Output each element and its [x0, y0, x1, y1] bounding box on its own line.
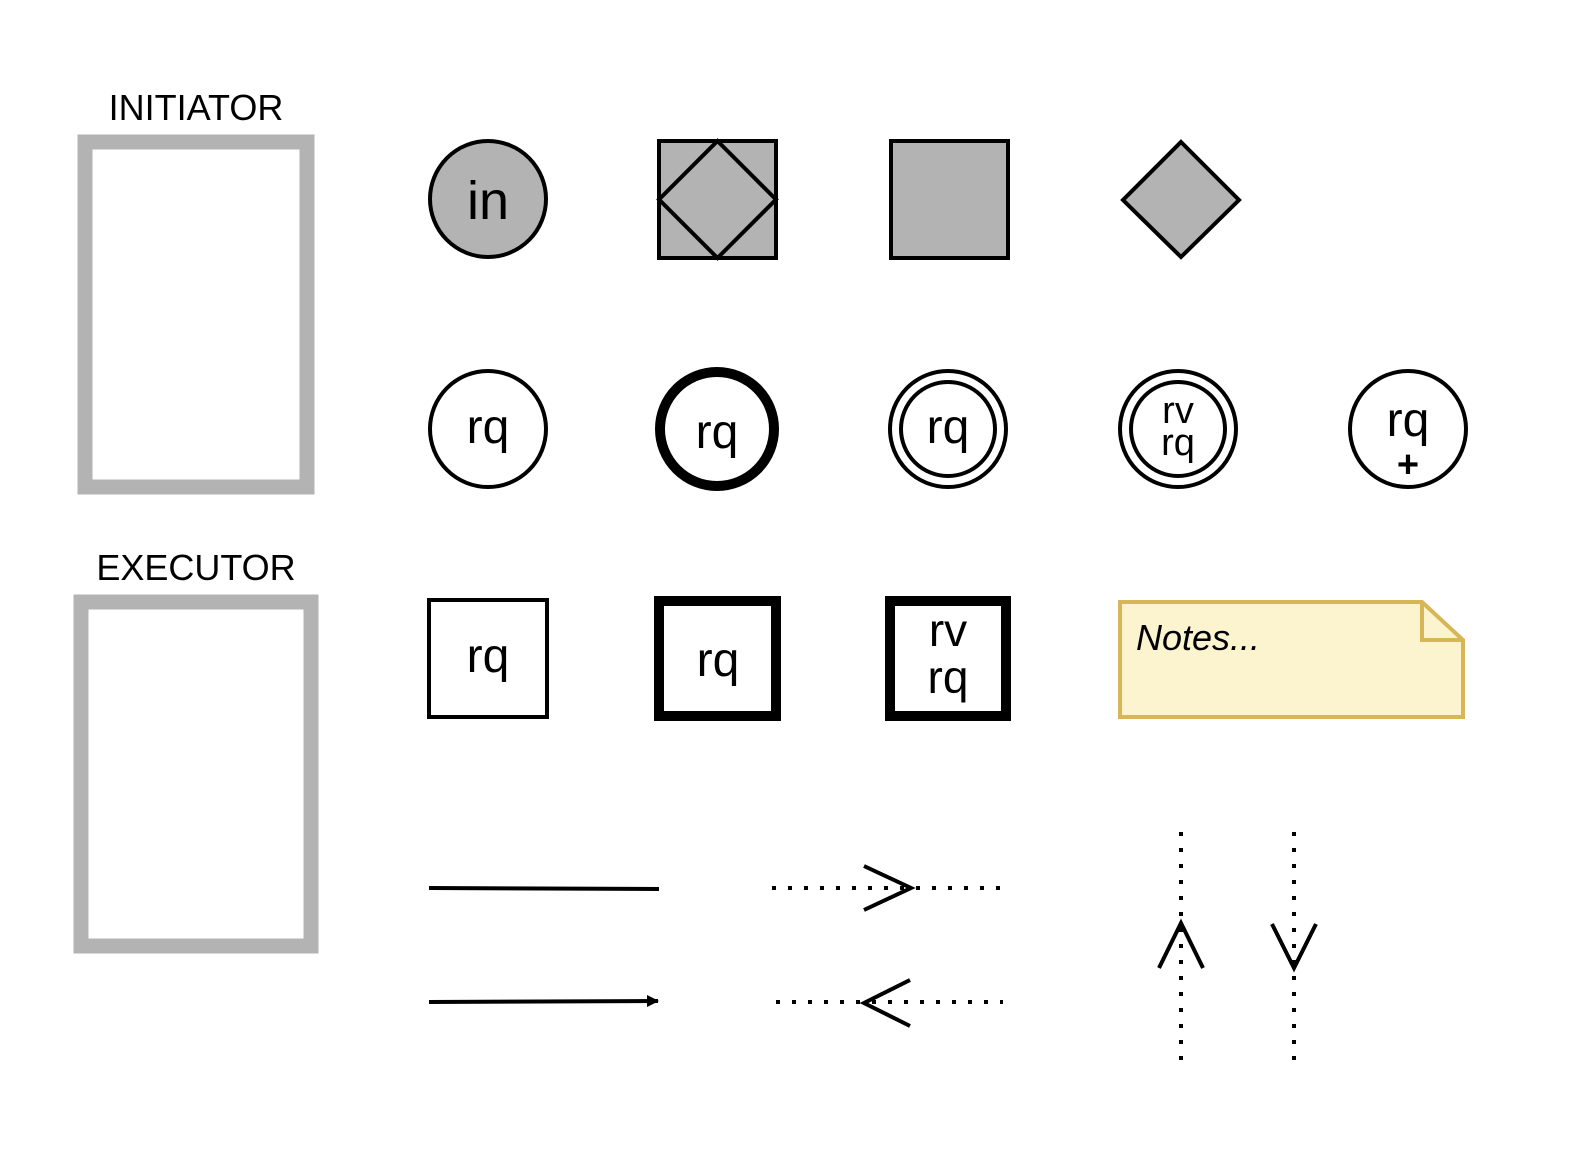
- revoke-request-square-bottom-label: rq: [928, 651, 969, 703]
- initiator-lane[interactable]: INITIATOR: [77, 87, 315, 495]
- request-circle-thick-label: rq: [696, 406, 739, 459]
- composite-task-square[interactable]: [656, 138, 779, 261]
- revoke-request-top-label: rv: [1162, 390, 1194, 432]
- request-circle-label: rq: [467, 401, 510, 454]
- request-circle-double-label: rq: [927, 401, 970, 454]
- dotted-arrow-left-icon[interactable]: [776, 978, 1003, 1028]
- revoke-request-bottom-label: rq: [1161, 422, 1195, 464]
- dotted-arrow-up-icon[interactable]: [1157, 832, 1205, 1061]
- note-text: Notes...: [1136, 617, 1260, 658]
- request-circle[interactable]: rq: [428, 369, 548, 489]
- revoke-request-circle-double[interactable]: rv rq: [1118, 369, 1238, 489]
- initiator-box[interactable]: [77, 134, 315, 495]
- gray-diamond[interactable]: [1120, 139, 1242, 260]
- solid-line-icon[interactable]: [428, 886, 660, 891]
- revoke-request-square-thick[interactable]: rv rq: [885, 596, 1011, 721]
- initiation-circle-label: in: [467, 171, 509, 231]
- revoke-request-square-top-label: rv: [929, 604, 967, 656]
- gray-square[interactable]: [889, 139, 1010, 260]
- solid-arrow-icon[interactable]: [428, 995, 659, 1008]
- note-shape[interactable]: Notes...: [1118, 600, 1465, 719]
- initiation-circle[interactable]: in: [428, 139, 548, 259]
- executor-box[interactable]: [73, 594, 319, 954]
- request-plus-top-label: rq: [1387, 394, 1430, 447]
- request-square-thick[interactable]: rq: [654, 596, 781, 721]
- initiator-label: INITIATOR: [109, 87, 284, 128]
- dotted-arrow-right-icon[interactable]: [772, 864, 1000, 912]
- executor-lane[interactable]: EXECUTOR: [73, 547, 319, 954]
- dotted-arrow-down-icon[interactable]: [1270, 832, 1318, 1061]
- request-square-thick-label: rq: [697, 634, 740, 687]
- executor-label: EXECUTOR: [96, 547, 295, 588]
- request-circle-thick[interactable]: rq: [655, 367, 779, 491]
- request-plus-bottom-label: +: [1397, 444, 1419, 486]
- request-square-label: rq: [467, 630, 510, 683]
- request-plus-circle[interactable]: rq +: [1348, 369, 1468, 489]
- request-circle-double[interactable]: rq: [888, 369, 1008, 489]
- request-square[interactable]: rq: [427, 598, 549, 719]
